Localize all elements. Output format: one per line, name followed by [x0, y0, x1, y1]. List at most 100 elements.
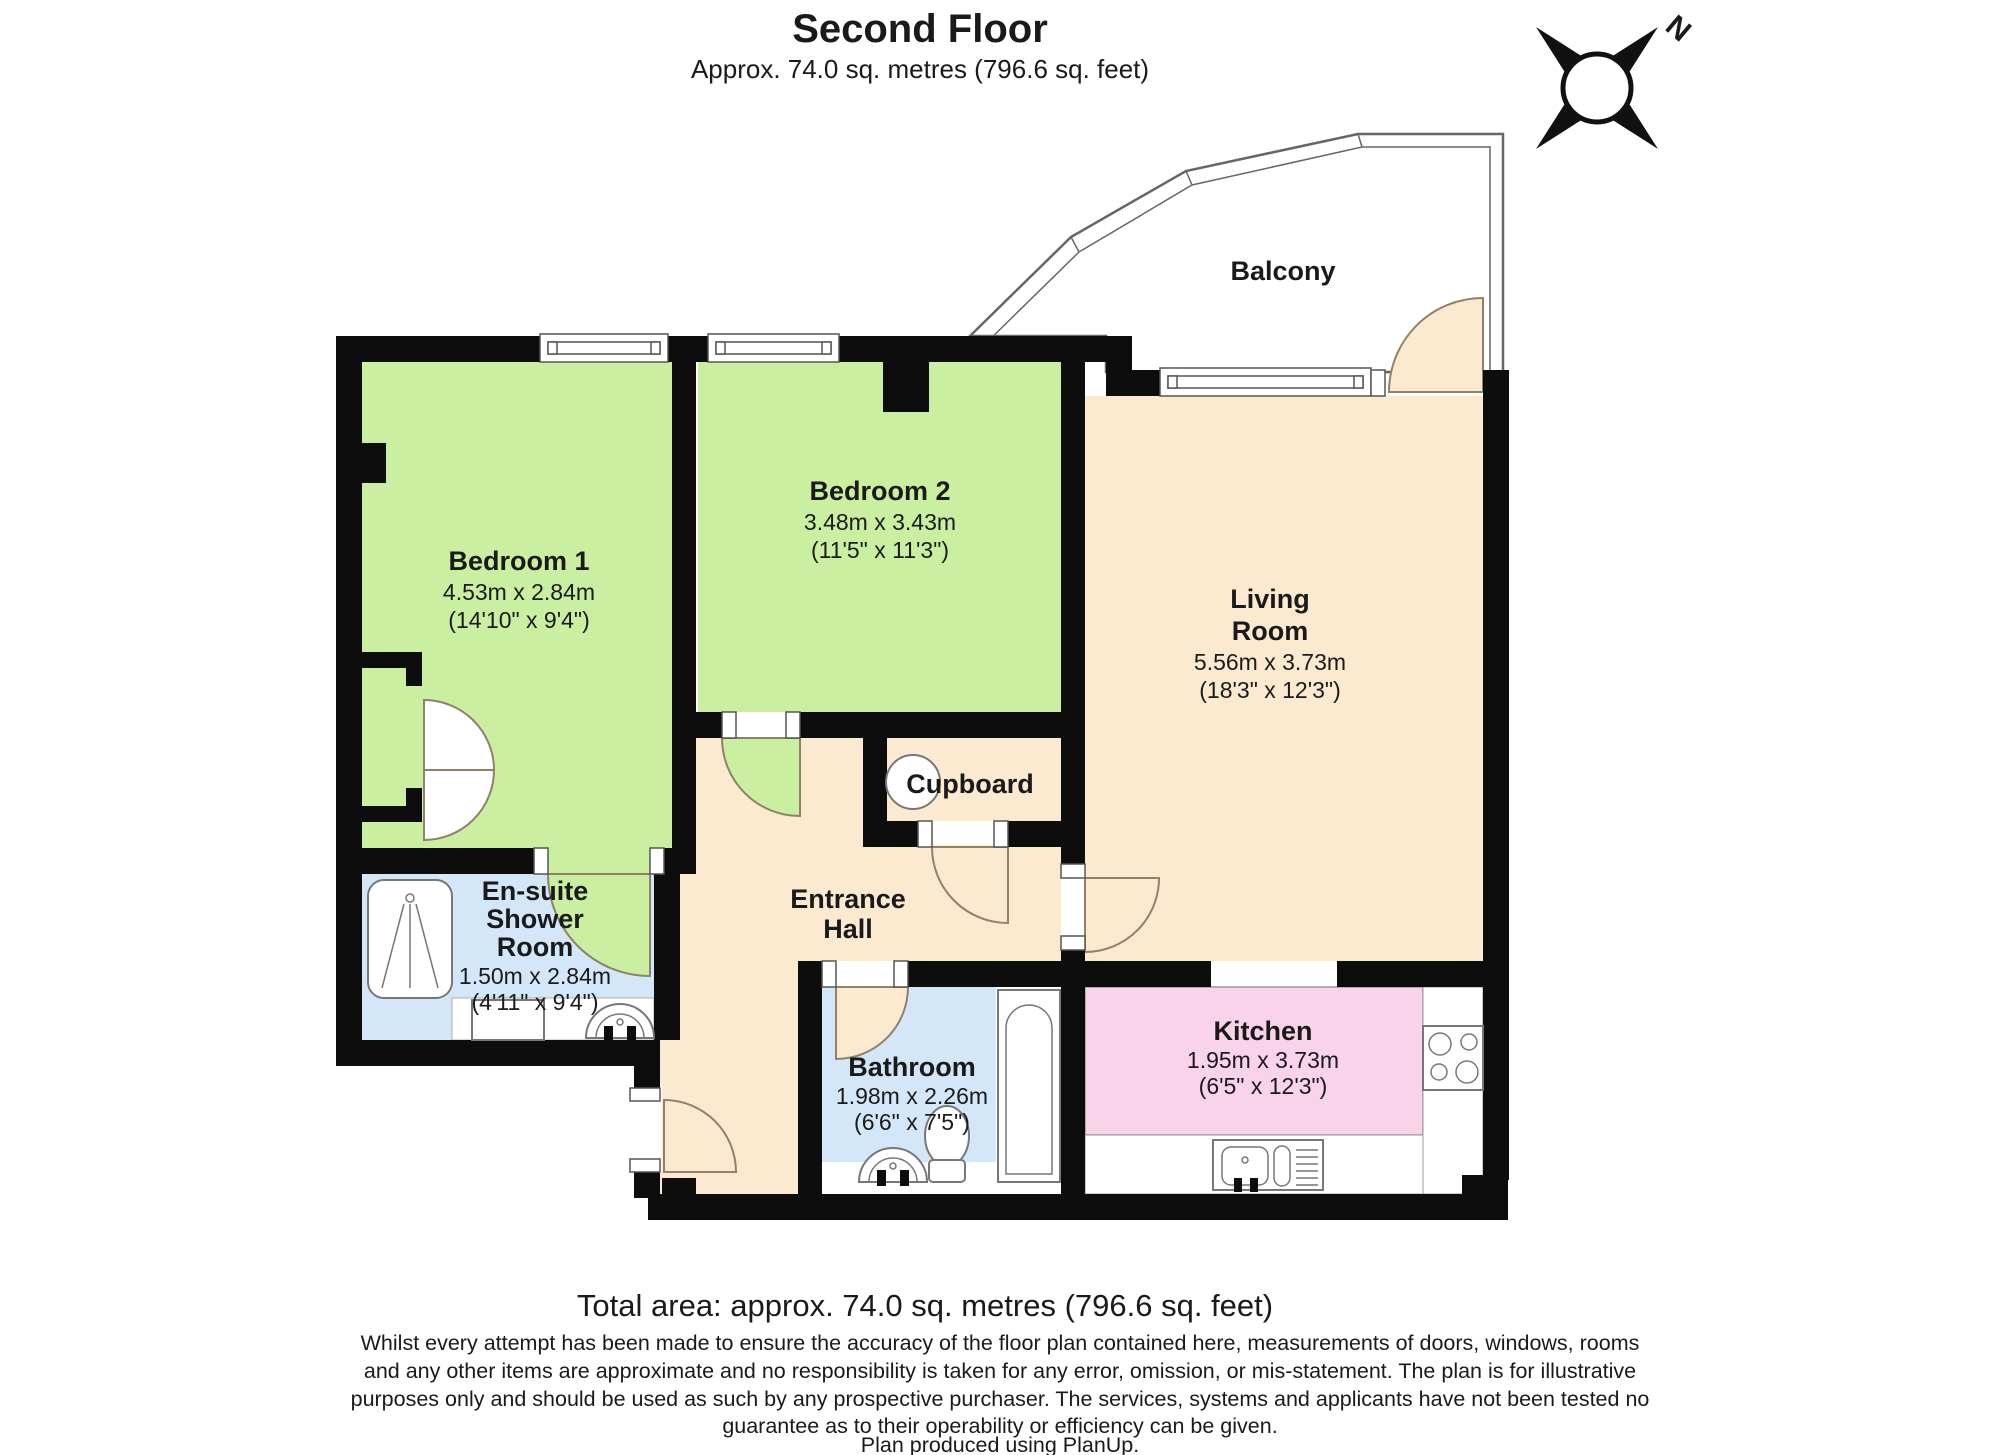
entrance-hall-label: Entrance Hall	[790, 884, 906, 944]
wall-bottom	[648, 1194, 1464, 1220]
svg-text:(14'10" x 9'4"): (14'10" x 9'4")	[448, 607, 589, 633]
hall-floor-sliver	[680, 874, 696, 961]
kitchen-label: Kitchen 1.95m x 3.73m (6'5" x 12'3")	[1187, 1016, 1339, 1099]
balcony-label: Balcony	[1230, 256, 1335, 286]
wall-left-notch	[360, 443, 386, 483]
ensuite-basin	[471, 999, 545, 1041]
svg-text:Bedroom 1: Bedroom 1	[448, 546, 589, 576]
living-room-floor	[1085, 396, 1483, 961]
svg-text:5.56m x 3.73m: 5.56m x 3.73m	[1194, 649, 1346, 675]
bedroom1-window	[539, 333, 669, 363]
compass-north-label: N	[1659, 9, 1697, 48]
svg-text:(11'5" x 11'3"): (11'5" x 11'3")	[811, 537, 949, 563]
wall-lower-left-lower	[634, 1172, 660, 1198]
wall-left	[336, 336, 362, 1066]
wall-hall-living-upper	[1061, 736, 1085, 864]
wardrobe-stub-top-tab	[406, 668, 422, 686]
kitchen-sink	[1212, 1139, 1324, 1192]
page-title: Second Floor	[792, 7, 1048, 51]
balcony-railing-joints	[1070, 133, 1363, 253]
room-labels: Balcony Bedroom 1 4.53m x 2.84m (14'10" …	[443, 256, 1346, 1135]
door-arcs	[423, 296, 1484, 1173]
wardrobe-door-arc-bottom	[423, 769, 496, 842]
compass-rose: N	[1536, 9, 1697, 149]
wardrobe-door-arc-top	[423, 698, 496, 771]
fixtures	[367, 754, 1484, 1192]
svg-text:Bedroom 2: Bedroom 2	[809, 476, 950, 506]
wall-entrance-bump	[662, 1178, 696, 1198]
page-subtitle: Approx. 74.0 sq. metres (796.6 sq. feet)	[691, 54, 1149, 84]
wall-kitchen-top-left	[1085, 961, 1211, 987]
kitchen-drainer-lines	[1296, 1149, 1318, 1186]
wardrobe-stub-bottom-tab	[406, 788, 422, 806]
svg-text:1.95m x 3.73m: 1.95m x 3.73m	[1187, 1047, 1339, 1073]
wall-ensuite-right	[654, 848, 680, 1040]
entrance-door-arc	[663, 1098, 738, 1173]
cupboard-label: Cupboard	[906, 769, 1034, 799]
svg-text:(18'3" x 12'3"): (18'3" x 12'3")	[1199, 677, 1340, 703]
disclaimer-line-3: purposes only and should be used as such…	[351, 1387, 1650, 1411]
bathtub	[997, 989, 1061, 1183]
cupboard-cylinder	[885, 754, 941, 810]
footer: Total area: approx. 74.0 sq. metres (796…	[351, 1288, 1650, 1455]
bedroom2-window	[707, 333, 840, 363]
wall-lower-left-upper	[634, 1040, 660, 1090]
svg-text:Kitchen: Kitchen	[1213, 1016, 1312, 1046]
disclaimer-line-4: guarantee as to their operability or eff…	[722, 1414, 1277, 1438]
wall-bathroom-top-right	[908, 961, 1085, 987]
ensuite-toilet	[584, 1003, 656, 1042]
shower-tray	[367, 879, 453, 999]
svg-text:3.48m x 3.43m: 3.48m x 3.43m	[804, 509, 956, 535]
svg-text:Hall: Hall	[823, 914, 873, 944]
svg-text:1.98m x 2.26m: 1.98m x 2.26m	[836, 1083, 988, 1109]
wall-bed2-bottom-right	[800, 712, 1085, 738]
wall-bed2-bottom-left	[696, 712, 722, 738]
svg-text:En-suite: En-suite	[482, 876, 589, 906]
svg-text:Room: Room	[497, 932, 574, 962]
wardrobe-stub-top	[362, 652, 422, 668]
header: Second Floor Approx. 74.0 sq. metres (79…	[691, 7, 1149, 84]
svg-text:Bathroom: Bathroom	[848, 1052, 976, 1082]
kitchen-hob	[1422, 1025, 1484, 1091]
bedroom1-door-arc	[546, 873, 651, 978]
wardrobe-stub-bottom	[362, 806, 422, 822]
windows	[539, 333, 1372, 397]
disclaimer-line-1: Whilst every attempt has been made to en…	[361, 1331, 1640, 1355]
wall-bed1-bed2-divider	[672, 358, 696, 874]
room-floors	[362, 362, 1483, 1195]
wall-bathroom-left	[798, 961, 822, 1195]
svg-text:(6'5" x 12'3"): (6'5" x 12'3")	[1199, 1073, 1328, 1099]
bathroom-toilet	[924, 1105, 970, 1183]
wall-kitchen-bathroom	[1061, 985, 1085, 1195]
door-jambs	[533, 369, 1386, 1173]
compass-circle	[1560, 51, 1634, 125]
wall-ensuite-bottom	[336, 1040, 660, 1066]
bathroom-sink	[857, 1147, 929, 1186]
wall-bed2-living	[1061, 358, 1085, 718]
balcony-railing-inner	[979, 146, 1491, 372]
wall-bed1-bottom-left	[336, 848, 548, 874]
svg-text:4.53m x 2.84m: 4.53m x 2.84m	[443, 579, 595, 605]
living-room-label: Living Room 5.56m x 3.73m (18'3" x 12'3"…	[1194, 584, 1346, 703]
bedroom1-label: Bedroom 1 4.53m x 2.84m (14'10" x 9'4")	[443, 546, 595, 633]
wall-cupboard-bottom-left	[863, 821, 918, 847]
svg-text:(4'11" x 9'4"): (4'11" x 9'4")	[472, 989, 599, 1015]
ensuite-label: En-suite Shower Room 1.50m x 2.84m (4'11…	[459, 876, 611, 1015]
living-room-window	[1159, 367, 1372, 397]
svg-text:Shower: Shower	[486, 904, 584, 934]
svg-text:Room: Room	[1232, 616, 1309, 646]
svg-text:Living: Living	[1230, 584, 1310, 614]
wall-bottom-right-step	[1462, 1175, 1508, 1220]
bedroom2-floor	[698, 362, 1061, 712]
wall-bed2-pier	[883, 360, 929, 412]
svg-text:1.50m x 2.84m: 1.50m x 2.84m	[459, 963, 611, 989]
wall-kitchen-top-right	[1337, 961, 1485, 987]
kitchen-floor	[1084, 986, 1424, 1136]
wall-right	[1483, 370, 1509, 1180]
bathroom-label: Bathroom 1.98m x 2.26m (6'6" x 7'5")	[836, 1052, 988, 1135]
living-room-door-arc	[1084, 877, 1161, 954]
svg-text:Entrance: Entrance	[790, 884, 906, 914]
balcony-door-arc	[1387, 296, 1484, 393]
